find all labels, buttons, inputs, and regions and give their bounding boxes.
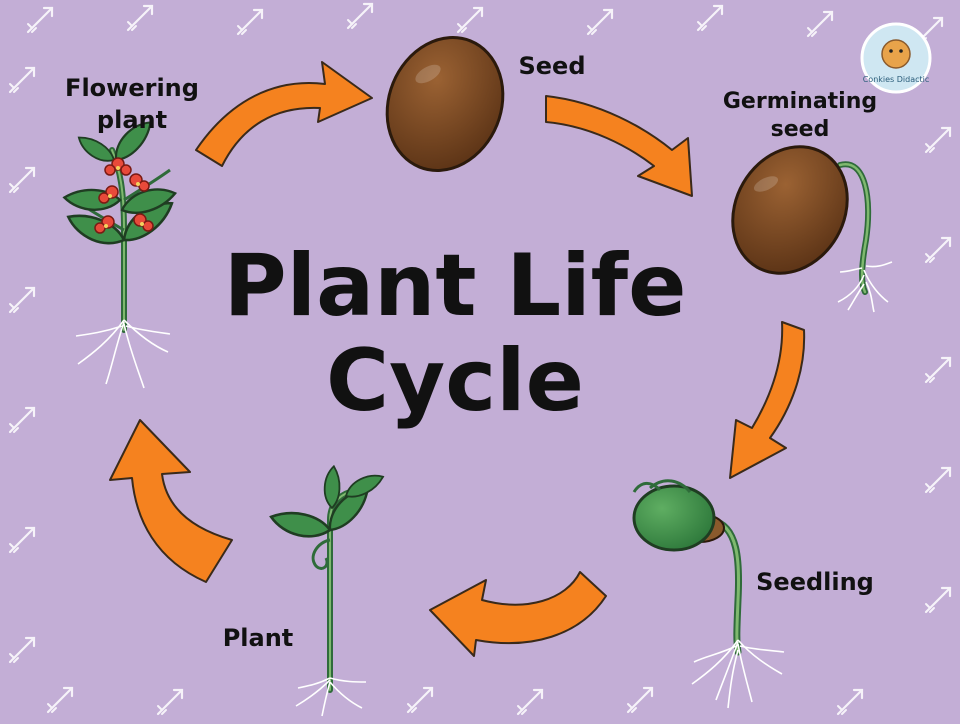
- label-seedling: Seedling: [756, 568, 874, 596]
- cycle-arrows: [109, 61, 806, 657]
- seedling-illustration: [632, 479, 785, 709]
- label-flowering-line-1: Flowering: [65, 74, 199, 102]
- label-plant: Plant: [223, 624, 294, 652]
- label-germinating-line-1: Germinating: [723, 89, 877, 114]
- logo-text: Conkies Didactic: [863, 75, 930, 84]
- title-line-2: Cycle: [326, 331, 584, 431]
- plant-illustration: [267, 464, 388, 717]
- arrow-seedling-to-plant: [429, 571, 607, 657]
- label-germinating-line-2: seed: [771, 117, 830, 142]
- label-flowering-line-2: plant: [97, 106, 167, 134]
- logo-badge: Conkies Didactic: [860, 22, 932, 94]
- arrow-germinating-to-seedling: [729, 321, 806, 479]
- arrow-flowering-to-seed: [195, 61, 373, 167]
- arrow-seed-to-germinating: [545, 95, 693, 197]
- flowering-plant-illustration: [61, 116, 181, 389]
- seed-illustration: [385, 36, 505, 172]
- germinating-seed-illustration: [731, 145, 893, 313]
- arrow-plant-to-flowering: [109, 419, 233, 583]
- title-line-1: Plant Life: [224, 236, 687, 336]
- label-seed: Seed: [518, 52, 585, 80]
